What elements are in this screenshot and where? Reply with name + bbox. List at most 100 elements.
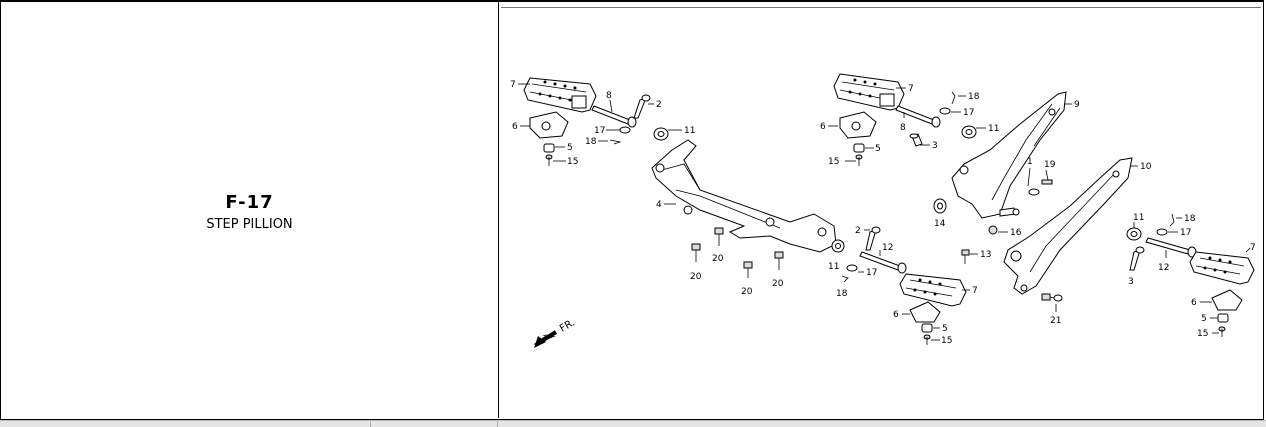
- callout-17a: 17: [594, 126, 605, 136]
- footer-separator: [370, 421, 371, 427]
- callout-2a: 2: [656, 100, 662, 110]
- callout-7c: 7: [972, 286, 978, 296]
- callout-20a: 20: [690, 272, 702, 282]
- clevis-pin-2b: [865, 226, 881, 251]
- callout-18b: 18: [968, 92, 980, 102]
- callout-2b: 2: [855, 226, 861, 236]
- callout-1: 1: [1027, 157, 1033, 167]
- section-name: STEP PILLION: [206, 217, 293, 232]
- callout-3a: 3: [932, 141, 938, 151]
- clevis-pin-3: [909, 133, 923, 147]
- footpeg-left-top: [523, 77, 597, 113]
- callout-15d: 15: [1197, 329, 1208, 339]
- clevis-pin-3b: [1129, 246, 1145, 271]
- callout-8: 8: [606, 91, 612, 101]
- screw-15d: [1218, 326, 1226, 337]
- washer-17d: [1156, 228, 1168, 236]
- callout-17c: 17: [866, 268, 877, 278]
- rubber-5d: [1217, 313, 1229, 323]
- spring-bracket-lower: [909, 301, 941, 323]
- callout-13: 13: [980, 250, 991, 260]
- rubber-5: [543, 143, 555, 153]
- callout-5b: 5: [875, 144, 881, 154]
- callout-5c: 5: [942, 324, 948, 334]
- callout-21: 21: [1050, 316, 1061, 326]
- callout-18c: 18: [836, 289, 848, 299]
- callout-10: 10: [1140, 162, 1152, 172]
- pivot-pin-12a: [859, 251, 907, 274]
- footer-strip: [0, 420, 1266, 427]
- bolt-20c: [743, 261, 753, 278]
- callout-6a: 6: [512, 122, 518, 132]
- front-direction-arrow-icon: [534, 330, 558, 348]
- callout-16: 16: [1010, 228, 1022, 238]
- rubber-5c: [921, 323, 933, 333]
- spring-bracket-right: [1211, 289, 1243, 311]
- spring-1: [1027, 167, 1040, 196]
- spring-bracket-left: [529, 111, 569, 139]
- bolt-21: [1041, 293, 1063, 302]
- bolt-20b: [714, 227, 724, 246]
- panel-divider: [498, 2, 499, 418]
- washer-17c: [846, 264, 858, 272]
- rubber-5b: [853, 143, 865, 153]
- clevis-pin: [633, 94, 651, 119]
- bolt-19: [1041, 169, 1053, 185]
- nut-16: [988, 225, 998, 235]
- callout-20d: 20: [772, 279, 784, 289]
- pivot-pin-center: [895, 105, 941, 128]
- diagram-top-rule: [501, 7, 1261, 8]
- callout-7d: 7: [1250, 243, 1256, 253]
- callout-5d: 5: [1201, 314, 1207, 324]
- callout-6b: 6: [820, 122, 826, 132]
- callout-11d: 11: [1133, 213, 1144, 223]
- washer-17: [619, 126, 631, 134]
- screw-15c: [923, 334, 931, 345]
- bolt-20a: [691, 243, 701, 262]
- callout-9: 9: [1074, 100, 1080, 110]
- cotter-pin-18: [609, 139, 622, 145]
- footer-separator: [497, 421, 498, 427]
- washer-17b: [939, 107, 951, 115]
- callout-18a: 18: [585, 137, 597, 147]
- callout-15c: 15: [941, 336, 952, 346]
- footpeg-center-top: [833, 73, 905, 111]
- callout-11c: 11: [828, 262, 839, 272]
- pillion-bracket-right: [951, 91, 1067, 219]
- callout-7b: 7: [908, 84, 914, 94]
- section-panel: F-17 STEP PILLION: [1, 2, 498, 418]
- callout-6d: 6: [1191, 298, 1197, 308]
- screw-15b: [855, 154, 863, 166]
- callout-7: 7: [510, 80, 516, 90]
- pivot-pin-12b: [1145, 237, 1197, 258]
- footpeg-center-lower: [899, 273, 967, 307]
- cotter-pin-18d: [1169, 213, 1175, 227]
- callout-17b: 17: [963, 108, 974, 118]
- pivot-pin: [591, 105, 637, 128]
- callout-6c: 6: [893, 310, 899, 320]
- callout-3b: 3: [1128, 277, 1134, 287]
- callout-11a: 11: [684, 126, 695, 136]
- callout-14: 14: [934, 219, 946, 229]
- pillion-bracket-lower: [1003, 157, 1133, 295]
- direction-label: FR.: [558, 317, 577, 334]
- screw-15: [545, 154, 553, 166]
- callout-20b: 20: [712, 254, 724, 264]
- cotter-pin-18c: [841, 275, 849, 283]
- pillion-step-bracket: [651, 139, 837, 253]
- callout-19: 19: [1044, 160, 1056, 170]
- parts-diagram: 7 8 2 6 17 11 18 5 15: [510, 73, 1256, 348]
- callout-4: 4: [656, 200, 662, 210]
- spring-bracket-center: [839, 111, 877, 139]
- bolt-20d: [774, 251, 784, 270]
- cotter-pin-18b: [951, 91, 956, 105]
- callout-11b: 11: [988, 124, 999, 134]
- callout-5a: 5: [567, 143, 573, 153]
- callout-12b: 12: [1158, 263, 1169, 273]
- callout-17d: 17: [1180, 228, 1191, 238]
- bolt-13: [961, 249, 970, 264]
- callout-18d: 18: [1184, 214, 1196, 224]
- callout-15a: 15: [567, 157, 578, 167]
- footpeg-right: [1189, 251, 1255, 285]
